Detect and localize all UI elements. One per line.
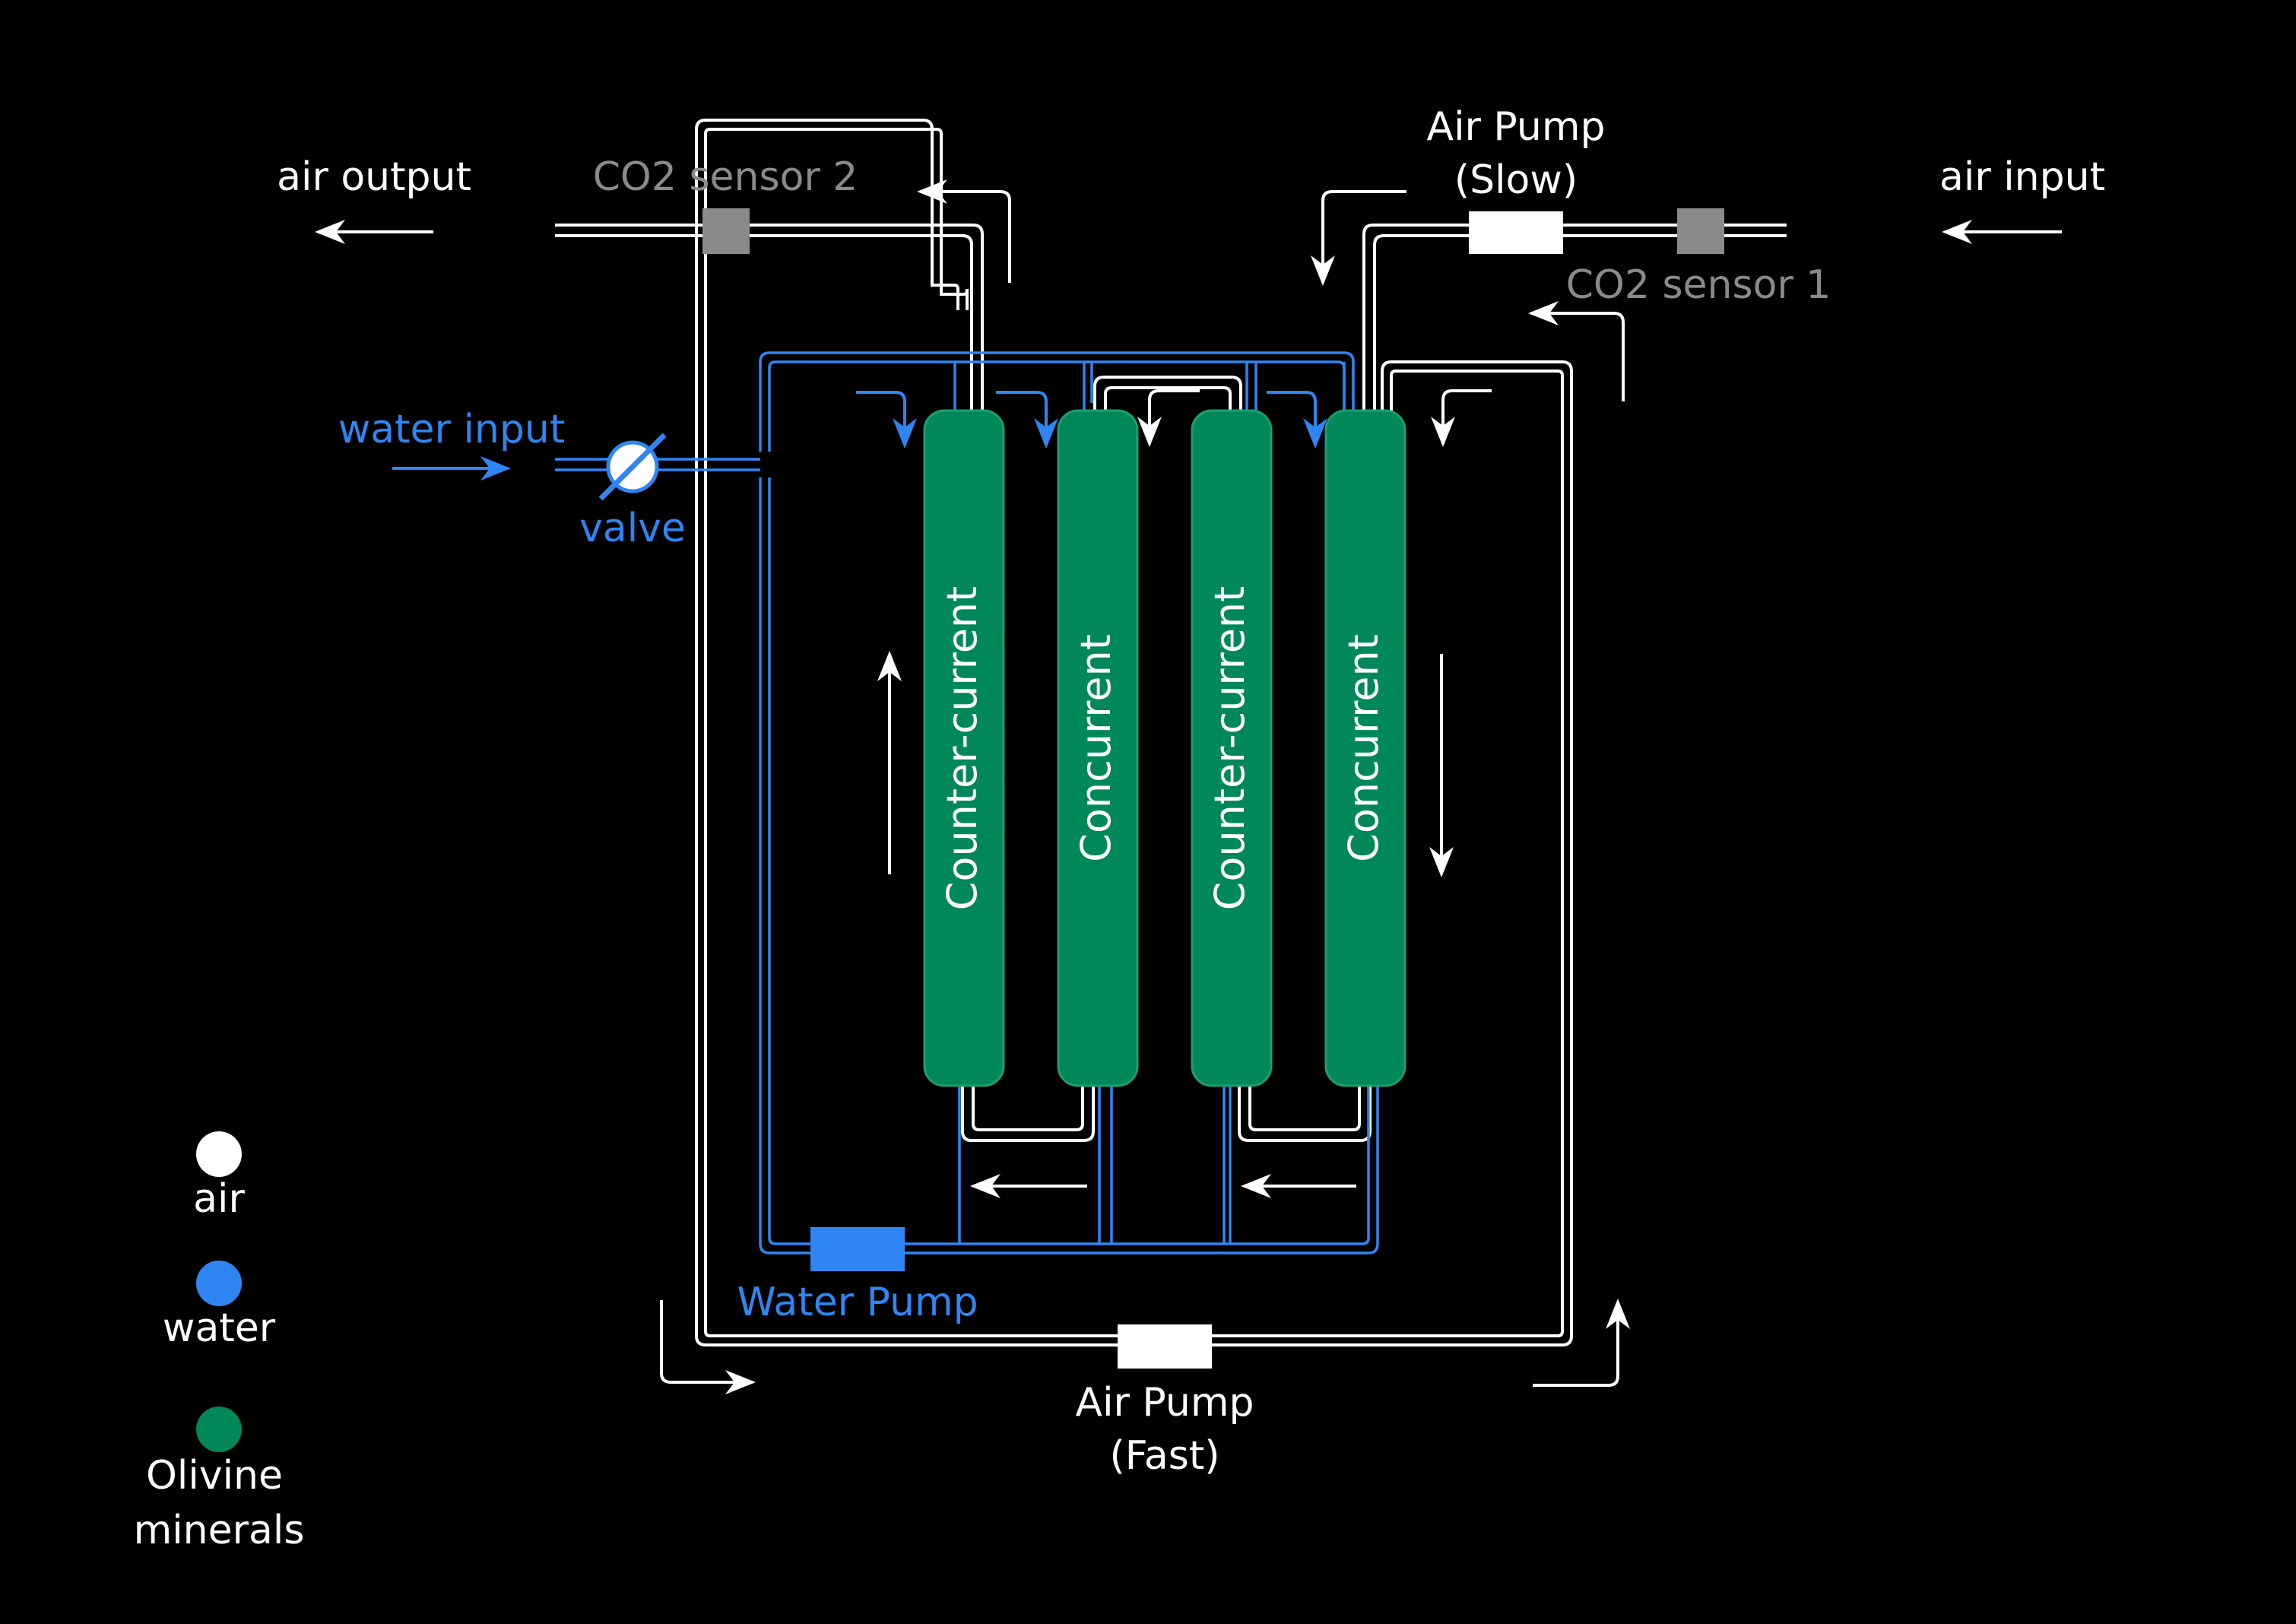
labels: air output CO2 sensor 2 Air Pump (Slow) … bbox=[277, 104, 2105, 1479]
water-input-label: water input bbox=[338, 407, 565, 452]
valve-icon bbox=[598, 433, 667, 501]
legend-olivine-swatch bbox=[196, 1407, 242, 1452]
arrow-col4-water-icon bbox=[1267, 391, 1327, 449]
column-4-label: Concurrent bbox=[1340, 634, 1387, 862]
arrow-top-slow-bend-icon bbox=[1311, 190, 1406, 286]
column-2-label: Concurrent bbox=[1072, 634, 1120, 862]
column-1 bbox=[923, 409, 1005, 1087]
arrow-col4-top-bend-icon bbox=[1431, 389, 1492, 447]
arrow-col1-water-icon bbox=[856, 391, 917, 449]
legend-olivine-label-line2: minerals bbox=[134, 1508, 305, 1553]
air-top-connector-2-3-outer bbox=[1093, 376, 1242, 414]
arrow-bottom-loop-left-icon bbox=[660, 1300, 756, 1394]
air-loop-inner-pipe bbox=[704, 128, 1564, 1337]
valve-label: valve bbox=[579, 506, 686, 551]
water-bottom-dividers bbox=[958, 1083, 1232, 1244]
legend-water-label: water bbox=[163, 1305, 276, 1351]
water-pump-label: Water Pump bbox=[737, 1280, 978, 1325]
air-top-connector-2-3-inner bbox=[1104, 386, 1232, 414]
co2-sensor-2-label: CO2 sensor 2 bbox=[593, 154, 858, 200]
co2-sensor-1 bbox=[1677, 208, 1724, 254]
column-3-label: Counter-current bbox=[1206, 586, 1254, 911]
arrow-col2-top-bend-icon bbox=[1137, 389, 1200, 447]
air-output-label: air output bbox=[277, 154, 471, 200]
flow-arrows-blue bbox=[392, 391, 1327, 481]
air-bottom-connector-1-2-outer bbox=[961, 1083, 1095, 1142]
air-bottom-connector-1-2-inner bbox=[972, 1083, 1084, 1131]
air-pump-slow bbox=[1469, 211, 1563, 254]
column-2 bbox=[1057, 409, 1139, 1087]
co2-sensor-1-label: CO2 sensor 1 bbox=[1566, 262, 1831, 308]
water-top-dividers bbox=[953, 362, 1346, 414]
legend-water-swatch bbox=[196, 1261, 242, 1306]
air-pump-fast-label-line1: Air Pump bbox=[1076, 1380, 1254, 1426]
columns: Counter-current Concurrent Counter-curre… bbox=[923, 409, 1406, 1087]
arrow-top-left-bend-icon bbox=[917, 179, 1011, 283]
air-input-pipe-inner bbox=[1373, 234, 1787, 414]
column-3 bbox=[1191, 409, 1273, 1087]
air-pipes bbox=[555, 119, 1787, 1346]
legend-air-swatch bbox=[196, 1131, 242, 1177]
air-pump-slow-label-line1: Air Pump bbox=[1427, 104, 1606, 150]
water-frame-outer bbox=[759, 351, 1379, 1254]
arrow-sensor1-bend-icon bbox=[1528, 301, 1625, 401]
air-pump-fast-label-line2: (Fast) bbox=[1109, 1433, 1219, 1479]
co2-sensor-2 bbox=[702, 208, 750, 254]
air-input-pipe-outer bbox=[1362, 224, 1787, 414]
water-pump bbox=[810, 1227, 905, 1271]
air-output-pipe-outer bbox=[555, 224, 984, 414]
air-bottom-connector-3-4-outer bbox=[1238, 1083, 1372, 1142]
legend-olivine-label-line1: Olivine bbox=[146, 1453, 283, 1499]
legend: air water Olivine minerals bbox=[134, 1131, 305, 1553]
flow-arrows-white bbox=[315, 179, 2062, 1394]
arrow-col2-water-icon bbox=[996, 391, 1058, 449]
column-1-label: Counter-current bbox=[938, 586, 986, 911]
column-4 bbox=[1324, 409, 1406, 1087]
air-bottom-connector-3-4-inner bbox=[1248, 1083, 1361, 1131]
air-pump-slow-label-line2: (Slow) bbox=[1454, 157, 1578, 203]
legend-air-label: air bbox=[193, 1176, 245, 1222]
arrow-bottom-loop-right-icon bbox=[1533, 1299, 1630, 1387]
air-input-label: air input bbox=[1939, 154, 2105, 200]
components bbox=[598, 208, 1724, 1369]
air-output-pipe-inner bbox=[555, 234, 973, 414]
air-pump-fast bbox=[1118, 1324, 1212, 1369]
